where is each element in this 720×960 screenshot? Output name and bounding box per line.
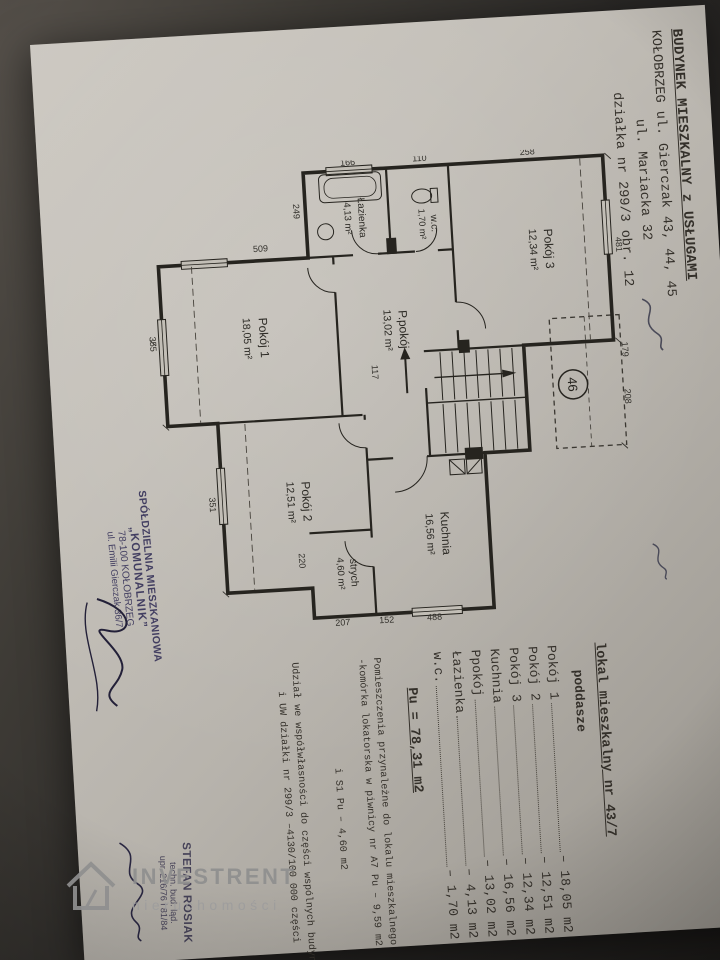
dimension: 208 [622, 388, 633, 404]
room-name: Łazienka [448, 650, 468, 714]
unit-number-circle: 46 [557, 369, 589, 400]
agency-subtitle: nieruchomości [132, 897, 281, 913]
bathroom-fixtures [317, 171, 439, 241]
dimension: 117 [370, 365, 381, 380]
room-area-value: – 1,70 m2 [442, 868, 462, 940]
unit-number-label: 46 [565, 377, 581, 392]
room-area: 18,05 m² [240, 318, 254, 361]
knee-wall-lines [190, 158, 591, 590]
room-label: Kuchnia [437, 511, 454, 555]
dimension: 481 [613, 237, 624, 253]
dimension: 351 [207, 497, 218, 513]
dimension: 179 [620, 341, 631, 357]
room-area: 1,70 m² [416, 209, 428, 240]
room-name: Pokój 1 [543, 644, 562, 701]
floor-plan-svg: 46 [148, 146, 634, 628]
agency-watermark: INVESTRENT nieruchomości [62, 856, 296, 914]
plan-interior-walls [217, 164, 524, 615]
surveyor-signature [119, 842, 144, 942]
staircase [426, 347, 527, 454]
room-label: Pokój 2 [298, 481, 314, 522]
dimension-labels: 481 179 208 258 110 166 509 355 351 117 … [148, 146, 634, 628]
dotted-leader [435, 686, 448, 867]
room-area: 4,13 m² [341, 202, 354, 235]
entry-arrow-icon [400, 347, 411, 394]
house-logo-icon [66, 861, 116, 910]
agency-name: INVESTRENT [132, 864, 297, 889]
dimension: 166 [340, 157, 356, 168]
room-label: Łazienka [355, 197, 368, 238]
room-area: 4,60 m² [334, 557, 347, 590]
floor-plan-document: BUDYNEK MIESZKALNY z USŁUGAMI KOŁOBRZEG … [38, 11, 720, 960]
roof-windows [157, 164, 613, 617]
dimension: 258 [519, 146, 535, 157]
room-labels: Pokój 3 12,34 m² w.c. 1,70 m² Łazienka 4… [240, 197, 558, 590]
room-name: Pokój 3 [505, 646, 524, 703]
note-line: i S1 Pu – 4,60 m2 [331, 767, 349, 871]
dimension: 207 [335, 617, 351, 628]
room-area: 13,02 m² [380, 309, 394, 352]
door-arcs [307, 228, 487, 568]
pen-mark [641, 298, 664, 351]
agency-watermark-text: INVESTRENT nieruchomości [132, 856, 296, 913]
dimension: 152 [379, 614, 395, 625]
dimension: 220 [297, 553, 308, 569]
room-name: w.c. [429, 651, 447, 684]
room-label: w.c. [428, 213, 440, 232]
dimension-ticks [149, 152, 629, 598]
dimension: 355 [148, 336, 159, 352]
plan-outer-walls [156, 153, 616, 621]
room-area: 16,56 m² [422, 513, 436, 556]
handwritten-signature [84, 598, 128, 712]
room-label: Pokój 1 [256, 317, 272, 358]
annex-notes: Pomieszczenia przynależne do lokalu mies… [271, 657, 402, 960]
apartment-summary: lokal mieszkalny nr 43/7 poddasze Pokój … [400, 642, 626, 942]
room-name: Ppokój [467, 649, 486, 697]
dimension: 509 [253, 243, 269, 254]
room-label: P.pokój [395, 310, 411, 349]
dimension: 110 [412, 153, 427, 164]
room-label: strych [347, 558, 361, 587]
room-label: Pokój 3 [541, 228, 557, 269]
paper-sheet: BUDYNEK MIESZKALNY z USŁUGAMI KOŁOBRZEG … [30, 4, 720, 960]
room-area: 12,51 m² [283, 481, 297, 524]
room-name: Kuchnia [486, 648, 505, 704]
dimension: 249 [291, 204, 302, 220]
room-area: 12,34 m² [526, 228, 540, 271]
chimney-blocks [386, 237, 484, 460]
kitchen-fixtures [448, 457, 483, 476]
room-name: Pokój 2 [524, 645, 543, 702]
pen-mark [652, 543, 668, 580]
dimension: 488 [427, 612, 443, 623]
